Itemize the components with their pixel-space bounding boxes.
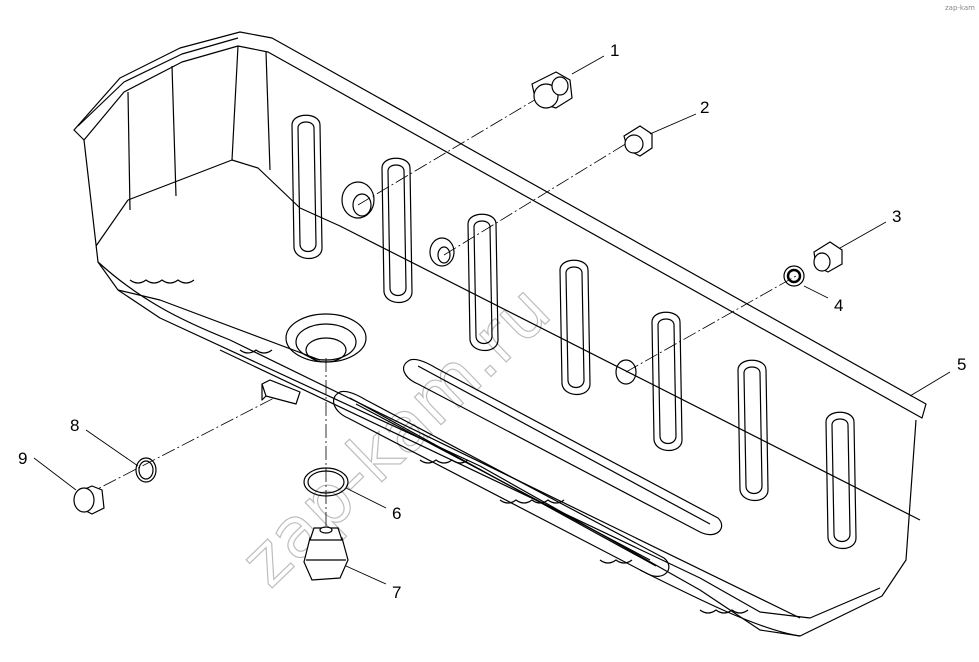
part-3-plug xyxy=(813,241,843,273)
corner-mark: zap-kam xyxy=(945,4,975,12)
leader-lines xyxy=(33,55,951,585)
bottom-channels xyxy=(332,358,723,577)
callout-6: 6 xyxy=(392,504,401,523)
part-9-plug xyxy=(73,485,105,515)
callout-8: 8 xyxy=(70,416,79,435)
assembly-lines xyxy=(83,91,797,530)
callout-labels: 1 2 3 4 5 6 7 8 9 xyxy=(18,41,966,602)
callout-1: 1 xyxy=(610,41,619,60)
part-2-plug xyxy=(623,125,653,157)
part-8-o-ring xyxy=(135,457,157,483)
callout-5: 5 xyxy=(957,355,966,374)
callout-3: 3 xyxy=(892,207,901,226)
side-ribs xyxy=(291,114,857,550)
part-7-drain-plug xyxy=(303,526,349,581)
part-1-plug xyxy=(531,71,573,109)
callout-2: 2 xyxy=(700,98,709,117)
part-4-washer xyxy=(783,265,805,287)
part-6-o-ring xyxy=(303,467,349,497)
callout-9: 9 xyxy=(18,449,27,468)
callout-4: 4 xyxy=(834,296,843,315)
callout-7: 7 xyxy=(392,583,401,602)
oil-pan xyxy=(73,31,927,637)
